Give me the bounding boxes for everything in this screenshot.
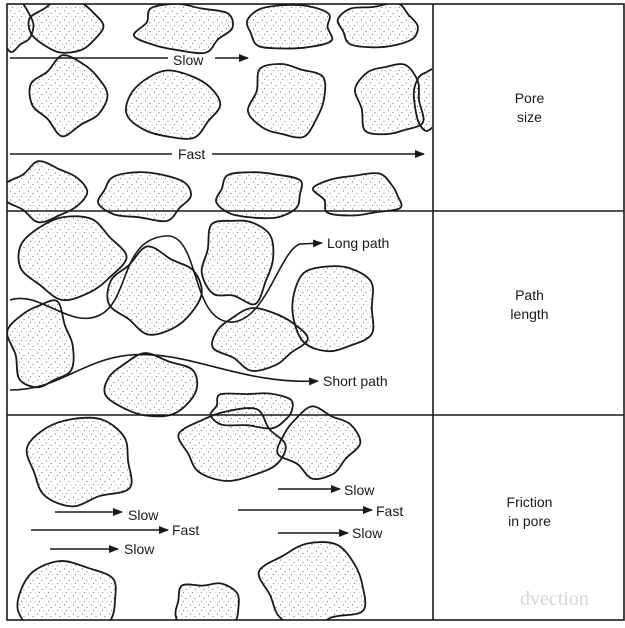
sand-grain <box>104 353 197 416</box>
sand-grain <box>248 64 325 138</box>
sand-grain <box>338 3 418 48</box>
friction-slow-label-right-top: Slow <box>344 482 374 498</box>
friction-fast-label-right: Fast <box>376 503 403 519</box>
friction-fast-label-left: Fast <box>172 522 199 538</box>
short-path-label: Short path <box>323 373 388 389</box>
sand-grain <box>134 4 233 53</box>
pore-size-side-label-2: size <box>434 107 625 127</box>
pore-size-slow-label: Slow <box>173 52 203 68</box>
friction-slow-label-left-top: Slow <box>128 507 158 523</box>
sand-grain <box>27 418 132 507</box>
pore-size-fast-label: Fast <box>178 146 205 162</box>
sand-grain <box>3 161 87 222</box>
long-path-label: Long path <box>327 235 389 251</box>
sand-grain <box>17 561 115 623</box>
friction-slow-label-right-bottom: Slow <box>352 525 382 541</box>
sand-grain <box>175 583 238 623</box>
friction-side-label-1: Friction <box>434 492 625 512</box>
sand-grain <box>259 542 366 623</box>
friction-slow-label-left-bottom: Slow <box>124 541 154 557</box>
path-length-side-label-2: length <box>434 304 625 324</box>
sand-grain <box>202 221 274 305</box>
sand-grain <box>28 0 103 53</box>
bleed-through-text: dvection <box>520 588 589 611</box>
sand-grain <box>98 172 191 221</box>
sand-grain <box>216 172 302 218</box>
sand-grain <box>29 55 107 136</box>
sand-grain <box>277 406 360 479</box>
sand-grain <box>126 70 220 138</box>
sand-grain <box>313 173 402 215</box>
path-length-side-label-1: Path <box>434 285 625 305</box>
pore-size-side-label-1: Pore <box>434 88 625 108</box>
friction-side-label-2: in pore <box>434 511 625 531</box>
sand-grain <box>247 5 332 49</box>
